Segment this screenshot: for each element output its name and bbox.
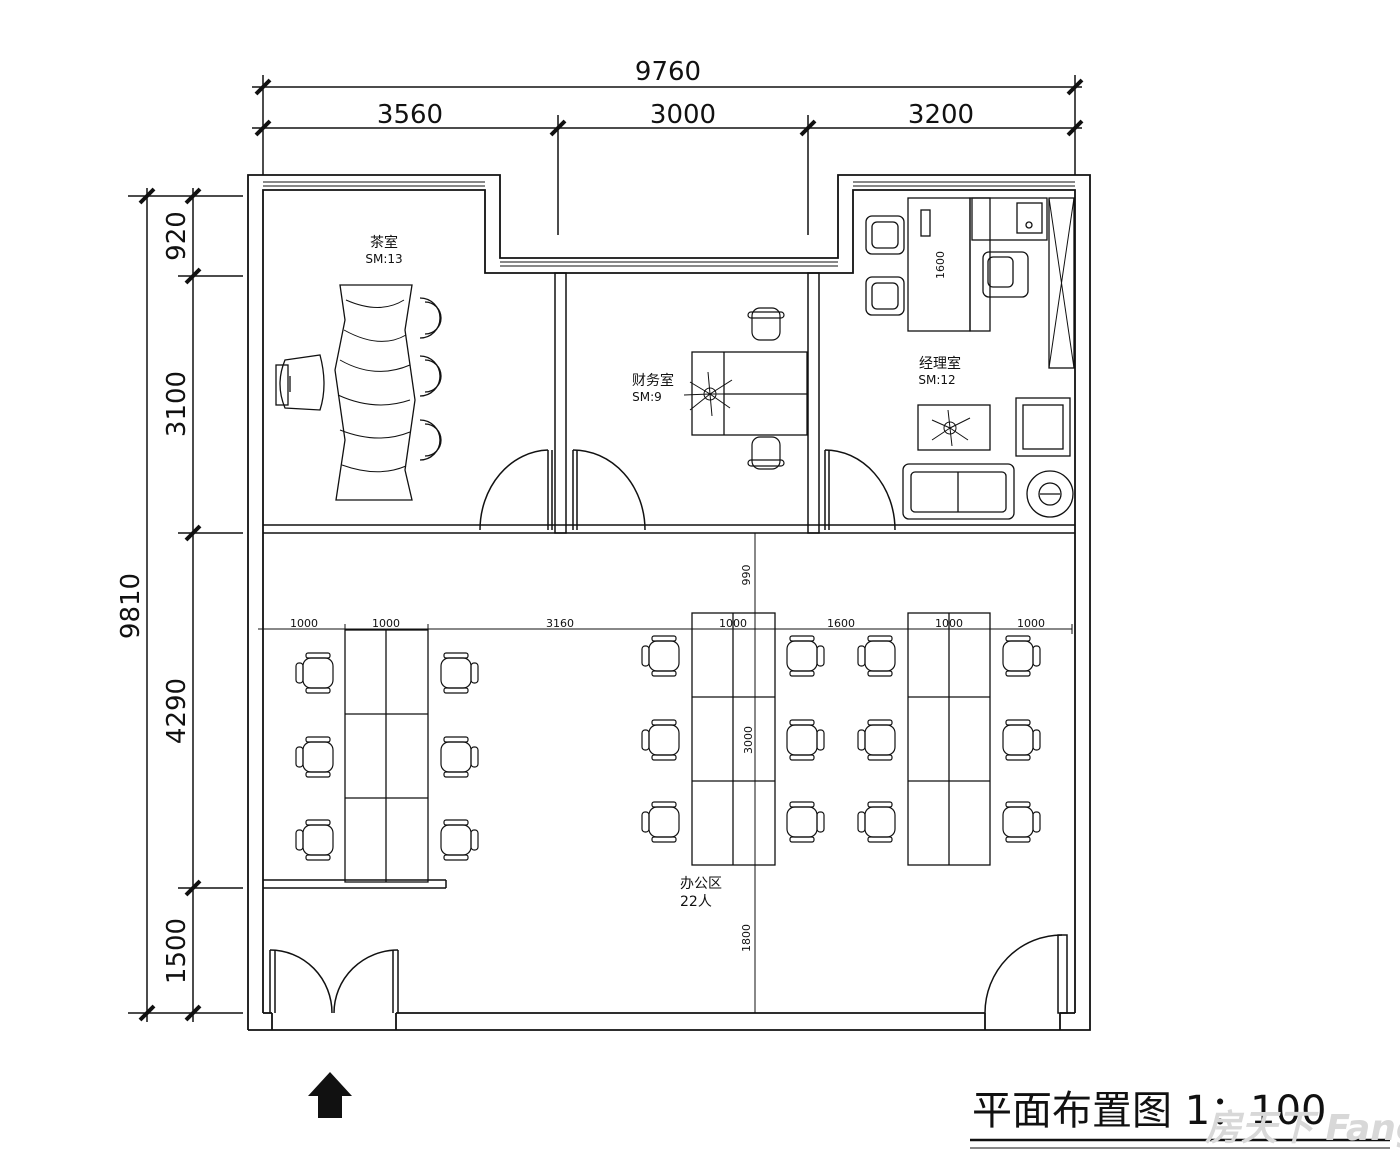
top-dimensions bbox=[252, 75, 1084, 235]
dim-office-5: 1600 bbox=[827, 617, 855, 630]
drawing-title: 平面布置图 1：100 bbox=[972, 1088, 1327, 1134]
chair-icon bbox=[440, 736, 479, 778]
dim-total-width: 9760 bbox=[635, 57, 701, 87]
dim-width-manager: 3200 bbox=[908, 100, 974, 130]
dim-office-1: 1000 bbox=[290, 617, 318, 630]
tea-room-name: 茶室 bbox=[370, 234, 398, 251]
plant-icon bbox=[931, 409, 971, 447]
chair-icon bbox=[857, 801, 896, 843]
chair-icon bbox=[440, 819, 479, 861]
workstation-cluster-left bbox=[344, 629, 429, 883]
chair-icon bbox=[786, 801, 825, 843]
dim-office-2: 1000 bbox=[372, 617, 400, 630]
door-swing-icon[interactable] bbox=[269, 449, 1063, 1014]
north-arrow-icon bbox=[308, 1072, 352, 1118]
chair-icon bbox=[295, 819, 334, 861]
manager-room-name: 经理室 bbox=[919, 355, 961, 372]
chair-icon bbox=[641, 635, 680, 677]
chair-icon bbox=[1002, 635, 1041, 677]
dim-height-office: 4290 bbox=[162, 678, 192, 744]
dim-total-height: 9810 bbox=[116, 573, 146, 639]
dim-height-top: 920 bbox=[162, 211, 192, 261]
dim-aisle-top: 990 bbox=[740, 565, 753, 586]
office-area-name: 办公区 bbox=[680, 876, 722, 892]
outer-walls bbox=[247, 174, 1091, 1031]
dim-manager-desk: 1600 bbox=[934, 251, 947, 279]
chair-icon bbox=[295, 652, 334, 694]
chair-icon bbox=[440, 652, 479, 694]
office-area-capacity: 22人 bbox=[680, 894, 712, 910]
dim-desk-length: 3000 bbox=[742, 726, 755, 754]
chair-icon bbox=[857, 635, 896, 677]
workstation-cluster-right bbox=[907, 612, 991, 866]
armchair-icon bbox=[865, 215, 1071, 457]
dim-width-finance: 3000 bbox=[650, 100, 716, 130]
tea-table bbox=[334, 284, 416, 501]
dim-width-tea: 3560 bbox=[377, 100, 443, 130]
dim-office-3: 3160 bbox=[546, 617, 574, 630]
chair-icon bbox=[747, 307, 785, 470]
manager-room-area: SM:12 bbox=[918, 373, 955, 387]
chair-icon bbox=[857, 719, 896, 761]
office-chairs bbox=[295, 635, 1041, 861]
workstation-cluster-middle bbox=[691, 612, 776, 866]
finance-room-area: SM:9 bbox=[632, 390, 662, 404]
dim-height-rooms: 3100 bbox=[162, 371, 192, 437]
chair-icon bbox=[295, 736, 334, 778]
watermark: 房天下 Fang.com bbox=[1204, 1108, 1400, 1149]
coffee-table bbox=[917, 404, 991, 451]
tea-room-area: SM:13 bbox=[365, 252, 402, 266]
chair-icon bbox=[1002, 719, 1041, 761]
dim-aisle-bottom: 1800 bbox=[740, 924, 753, 952]
plant-icon bbox=[683, 371, 736, 417]
left-dimensions bbox=[128, 187, 243, 1022]
chair-icon bbox=[1002, 801, 1041, 843]
bar-stools bbox=[419, 297, 442, 461]
finance-room-name: 财务室 bbox=[632, 372, 674, 389]
tea-chair bbox=[275, 354, 325, 411]
plant-pot-icon bbox=[1026, 470, 1074, 518]
chair-icon bbox=[786, 635, 825, 677]
dim-office-7: 1000 bbox=[1017, 617, 1045, 630]
interior-walls bbox=[263, 272, 1075, 1014]
dim-height-entry: 1500 bbox=[162, 918, 192, 984]
manager-desk bbox=[907, 197, 1075, 369]
chair-icon bbox=[641, 719, 680, 761]
chair-icon bbox=[786, 719, 825, 761]
finance-desks bbox=[691, 351, 808, 436]
chair-icon bbox=[641, 801, 680, 843]
sofa-icon bbox=[902, 463, 1015, 520]
office-dimension-line bbox=[258, 533, 1073, 1013]
